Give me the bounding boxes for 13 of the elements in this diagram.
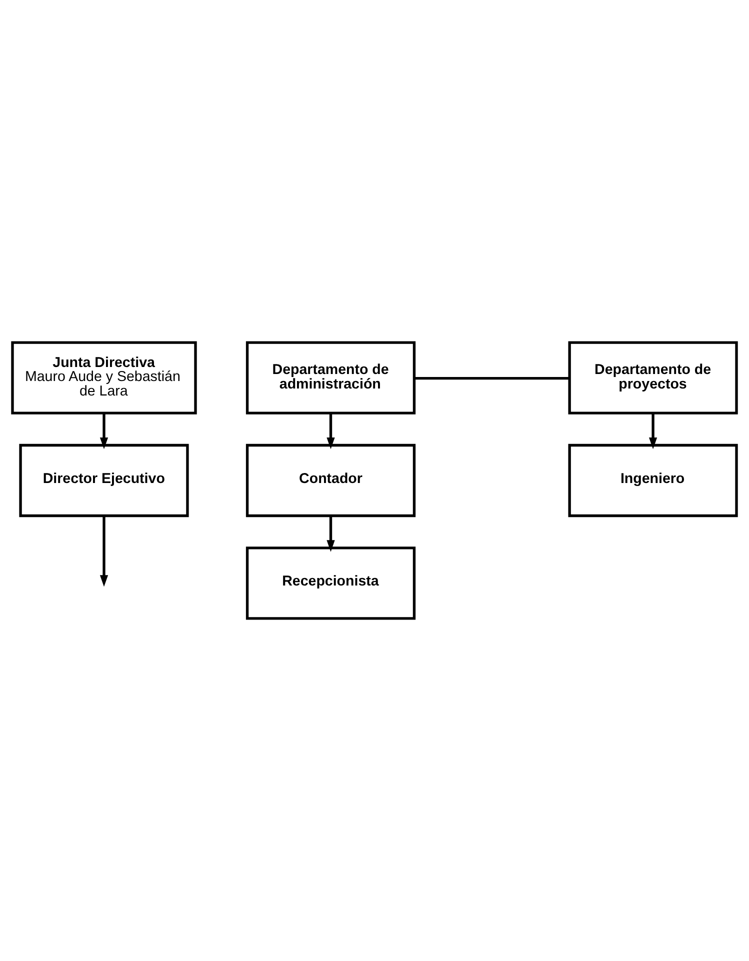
node-box: Ingeniero (568, 444, 738, 518)
node-box: Departamento de administración (246, 341, 416, 414)
arrow (648, 413, 658, 450)
node-box: Director Ejecutivo (19, 444, 189, 518)
arrow (326, 413, 335, 450)
connector (414, 376, 570, 380)
arrow (326, 516, 335, 552)
arrow (100, 413, 108, 450)
arrow (100, 516, 108, 587)
node-box: Recepcionista (246, 546, 416, 620)
node-box: Junta Directiva Mauro Aude y Sebastián de Lara (11, 341, 197, 414)
node-box: Contador (246, 444, 416, 518)
node-box: Departamento de proyectos (568, 341, 738, 414)
